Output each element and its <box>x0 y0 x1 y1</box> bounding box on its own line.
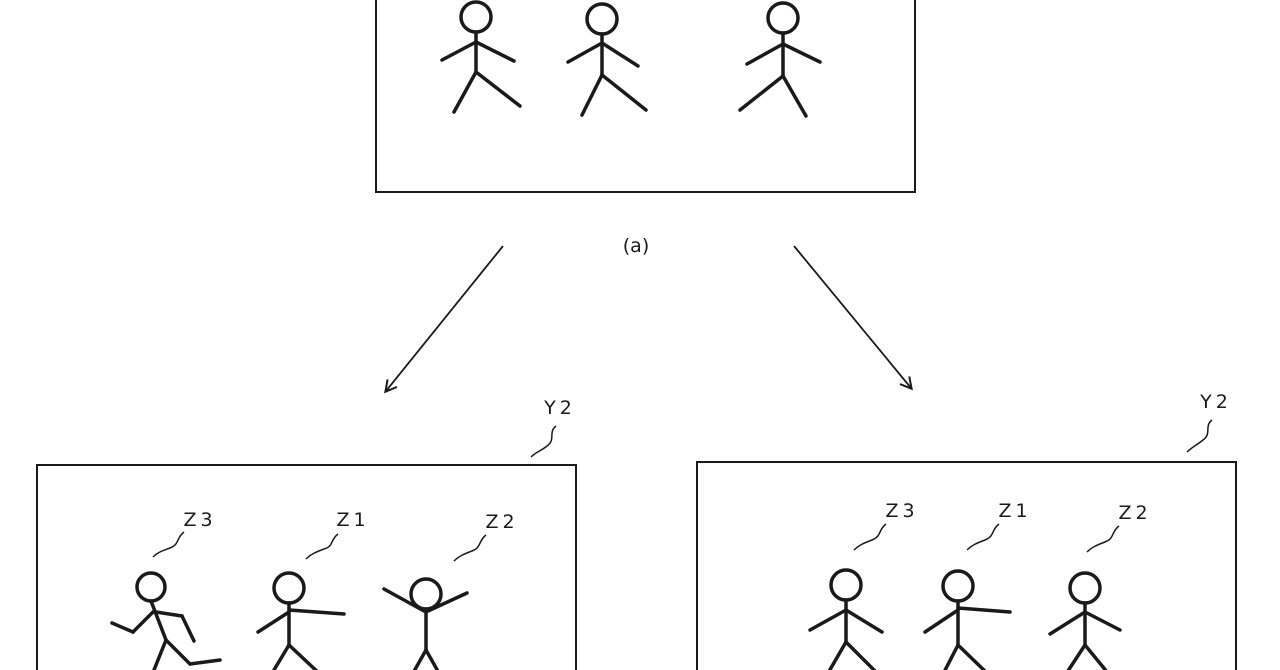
right-leader-z3 <box>853 523 887 551</box>
left-label-z1: Z1 <box>336 509 369 531</box>
right-leader-z2 <box>1086 525 1120 553</box>
arrow-right <box>793 245 911 388</box>
right-label-z1: Z1 <box>998 500 1031 522</box>
left-leader-z3 <box>152 531 185 558</box>
top-panel-frame <box>375 0 916 193</box>
right-stick-figure-z2 <box>1048 571 1122 670</box>
top-stick-figure-2 <box>566 2 648 117</box>
arrow-left <box>386 245 504 391</box>
left-panel: Y2 Z3 Z1 Z2 <box>36 397 577 670</box>
left-panel-leader <box>530 425 557 458</box>
left-stick-figure-z3 <box>110 571 222 670</box>
right-stick-figure-z3 <box>808 568 884 670</box>
right-panel-frame <box>696 461 1237 670</box>
left-stick-figure-z2 <box>382 577 469 670</box>
top-panel <box>375 0 916 193</box>
top-stick-figure-3 <box>738 1 822 118</box>
left-panel-frame <box>36 464 577 670</box>
right-label-z2: Z2 <box>1118 502 1151 524</box>
left-leader-z1 <box>305 533 339 560</box>
left-label-z3: Z3 <box>183 509 216 531</box>
caption-a: (a) <box>623 235 649 257</box>
left-panel-label: Y2 <box>543 397 576 419</box>
right-leader-z1 <box>966 523 1000 551</box>
right-panel-label: Y2 <box>1199 391 1232 413</box>
right-panel: Y2 Z3 Z1 Z2 <box>696 391 1237 670</box>
right-stick-figure-z1 <box>923 569 1012 670</box>
top-stick-figure-1 <box>440 0 522 114</box>
left-stick-figure-z1 <box>256 571 346 670</box>
right-panel-leader <box>1186 419 1213 453</box>
left-label-z2: Z2 <box>485 511 518 533</box>
left-leader-z2 <box>453 534 487 562</box>
right-label-z3: Z3 <box>885 500 918 522</box>
